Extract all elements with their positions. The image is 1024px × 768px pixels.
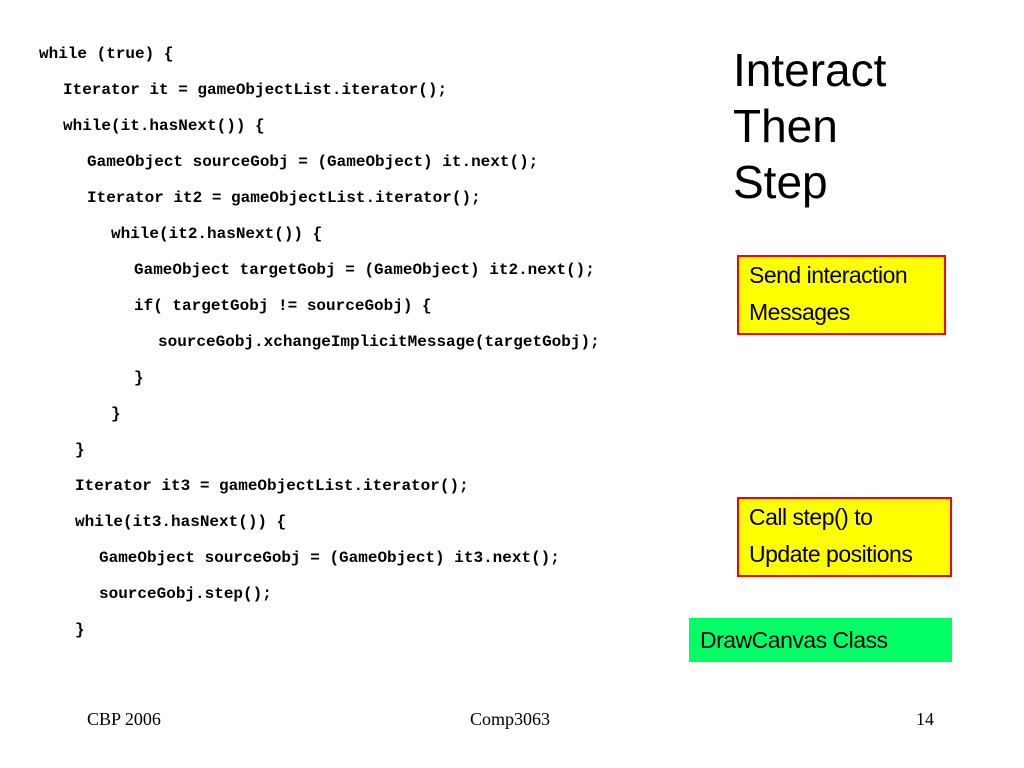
page-number: 14 (916, 709, 934, 729)
slide-title-line-3: Step (733, 156, 828, 208)
code-line-4: GameObject sourceGobj = (GameObject) it.… (87, 153, 539, 171)
code-line-13: Iterator it3 = gameObjectList.iterator()… (75, 477, 469, 495)
step-callout: Call step() to Update positions (737, 497, 952, 577)
interaction-callout-line-1: Send interaction (749, 262, 908, 288)
code-line-2: Iterator it = gameObjectList.iterator(); (63, 81, 448, 99)
code-line-8: if( targetGobj != sourceGobj) { (134, 297, 432, 315)
code-line-3: while(it.hasNext()) { (63, 117, 265, 135)
interaction-callout: Send interaction Messages (737, 255, 946, 335)
code-line-11: } (111, 405, 121, 423)
code-line-6: while(it2.hasNext()) { (111, 225, 323, 243)
step-callout-line-2: Update positions (749, 541, 913, 567)
step-callout-line-1: Call step() to (749, 504, 873, 530)
code-line-9: sourceGobj.xchangeImplicitMessage(target… (158, 333, 600, 351)
slide-title-line-1: Interact (733, 44, 887, 96)
drawcanvas-class-label: DrawCanvas Class (689, 618, 952, 662)
slide-title: Interact Then Step (733, 42, 886, 210)
code-line-17: } (75, 621, 85, 639)
footer-center: Comp3063 (470, 709, 551, 729)
interaction-callout-line-2: Messages (749, 299, 850, 325)
code-line-5: Iterator it2 = gameObjectList.iterator()… (87, 189, 481, 207)
slide-title-line-2: Then (733, 100, 838, 152)
code-line-14: while(it3.hasNext()) { (75, 513, 287, 531)
code-line-10: } (134, 369, 144, 387)
code-line-15: GameObject sourceGobj = (GameObject) it3… (99, 549, 560, 567)
footer-left: CBP 2006 (87, 709, 161, 729)
code-line-12: } (75, 441, 85, 459)
code-line-16: sourceGobj.step(); (99, 585, 272, 603)
code-line-7: GameObject targetGobj = (GameObject) it2… (134, 261, 595, 279)
code-line-1: while (true) { (39, 45, 174, 63)
